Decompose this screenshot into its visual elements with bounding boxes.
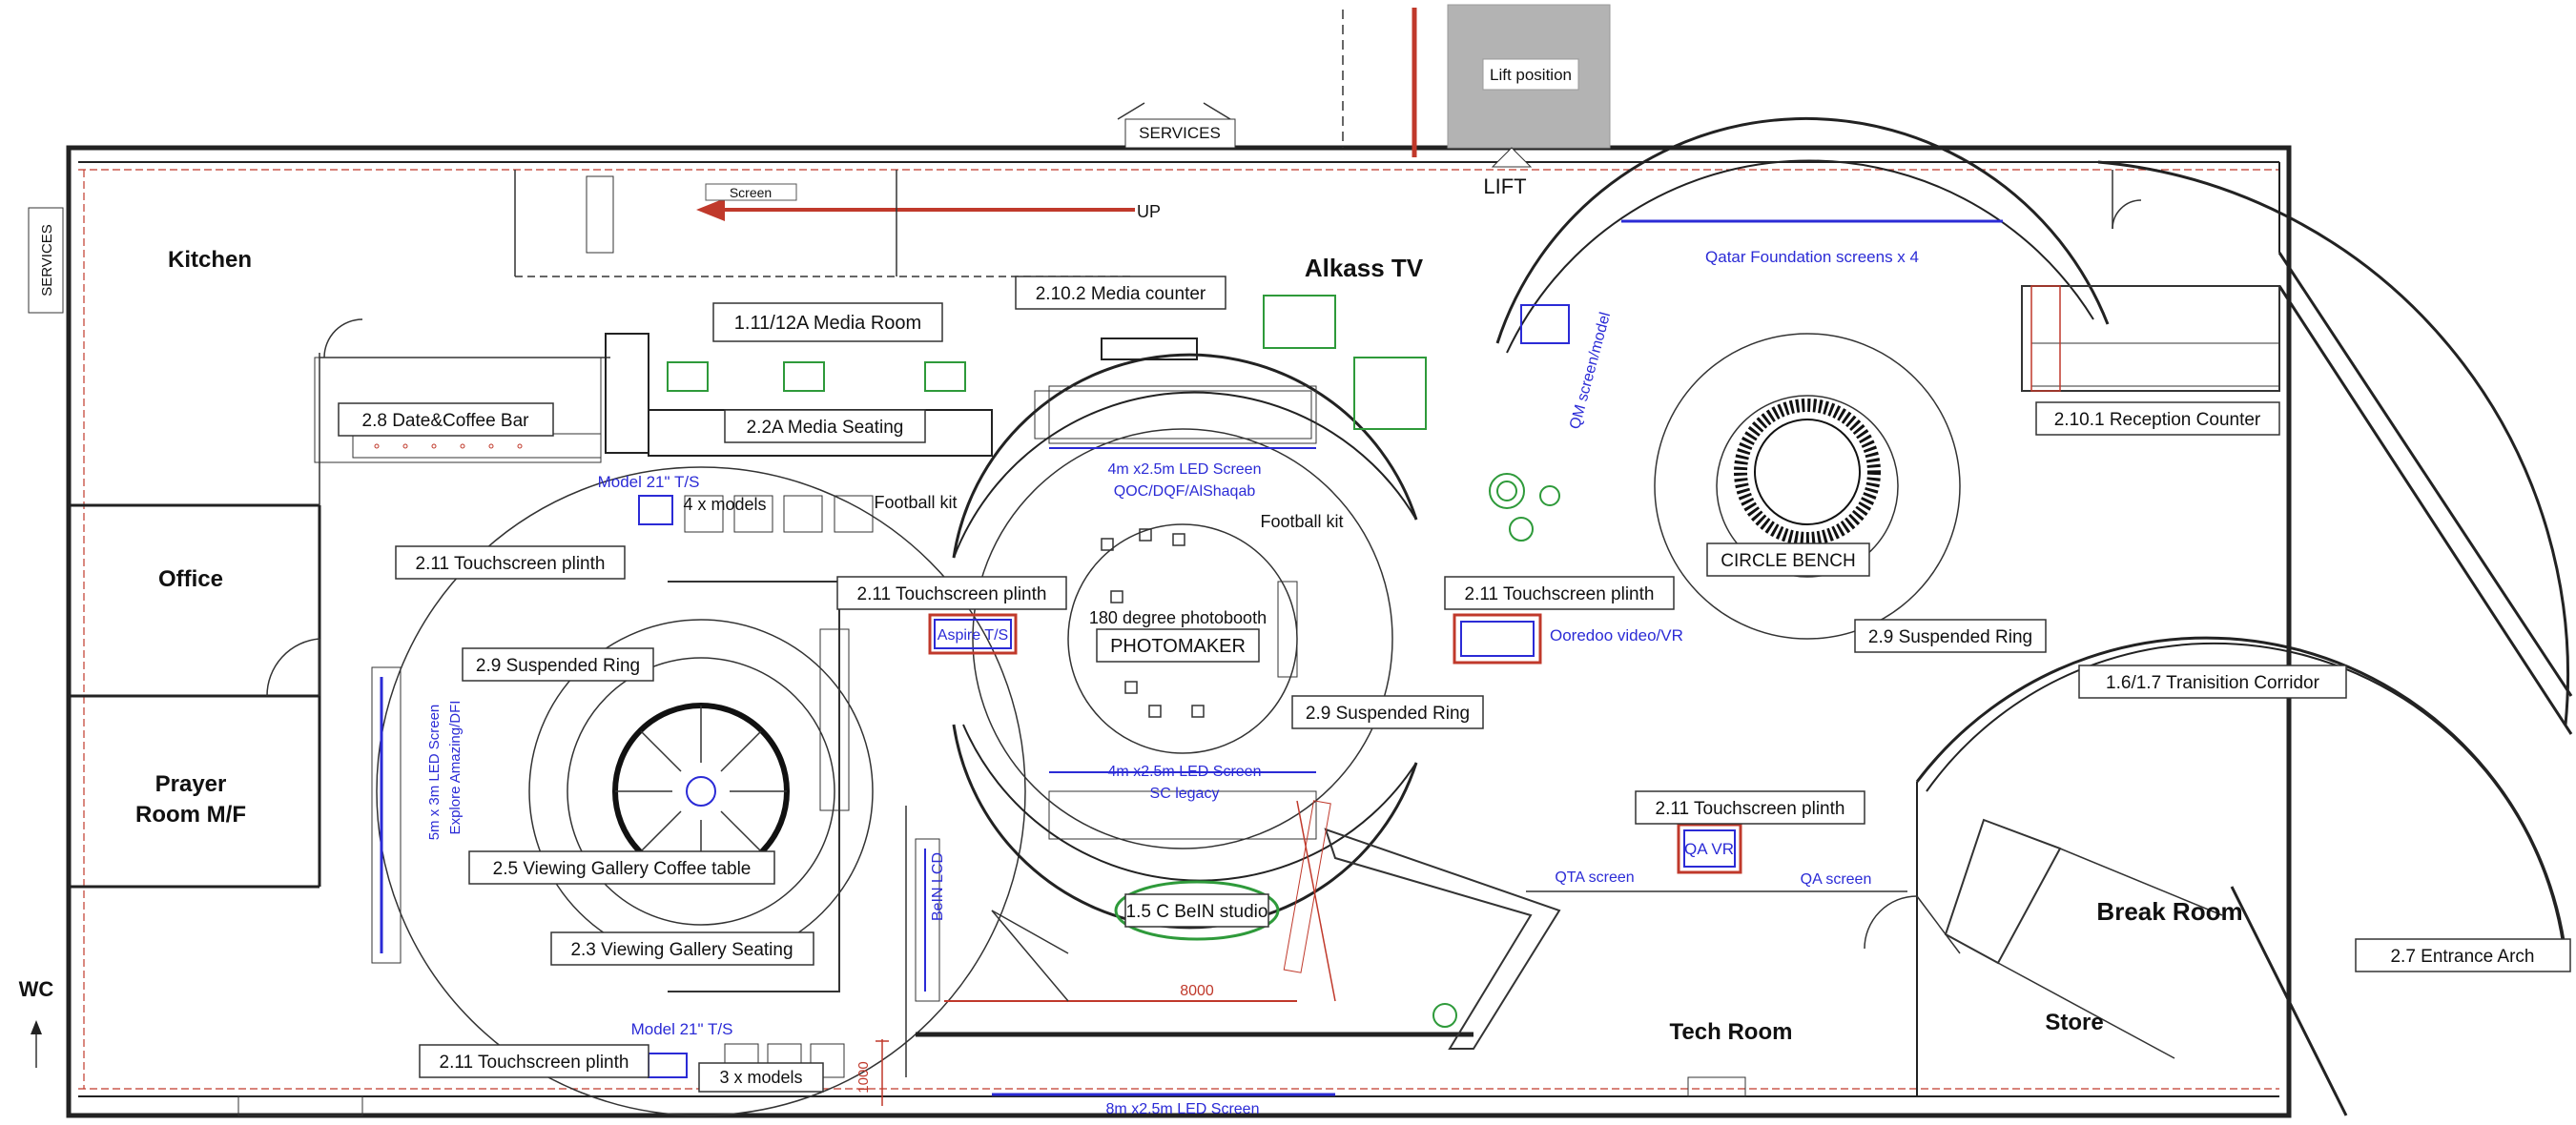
label-reception: 2.10.1 Reception Counter [2054,410,2261,430]
blue-led-8m: 8m x2.5m LED Screen [1106,1101,1260,1117]
lift-position-label: Lift position [1490,66,1572,84]
blue-led-left-1: 5m x 3m LED Screen [426,705,443,841]
label-dim-8000: 8000 [1180,983,1214,999]
label-ring-2: 2.9 Suspended Ring [1306,704,1470,724]
label-boxes: 2.10.2 Media counter 1.11/12A Media Room… [338,276,2571,1093]
blue-model-bottom: Model 21" T/S [631,1020,733,1038]
services-left-label: SERVICES [39,224,55,297]
label-ring-1: 2.9 Suspended Ring [476,656,640,676]
room-store: Store [2045,1010,2103,1035]
label-football-kit-2: Football kit [1260,512,1343,531]
label-gallery-seating: 2.3 Viewing Gallery Seating [570,940,793,960]
lift-label: LIFT [1483,174,1526,198]
room-office: Office [158,566,223,592]
label-photomaker: PHOTOMAKER [1110,636,1246,657]
blue-led-top-2: QOC/DQF/AlShaqab [1114,483,1256,500]
label-football-kit-1: Football kit [874,493,957,512]
blue-led-bottom-2: SC legacy [1150,786,1220,802]
label-coffee-bar: 2.8 Date&Coffee Bar [362,411,530,431]
room-break: Break Room [2096,897,2242,926]
lift-marker [1491,147,1533,168]
circle-bench-outer [1654,333,1961,640]
blue-ooredoo: Ooredoo video/VR [1550,626,1683,644]
label-entrance-arch: 2.7 Entrance Arch [2390,947,2534,967]
blue-led-left-2: Explore Amazing/DFI [447,701,464,835]
label-circle-bench: CIRCLE BENCH [1721,551,1855,571]
label-touch-1: 2.11 Touchscreen plinth [416,554,606,574]
blue-led-bottom-1: 4m x2.5m LED Screen [1108,764,1262,780]
label-touch-3: 2.11 Touchscreen plinth [1465,584,1655,604]
room-alkass: Alkass TV [1305,254,1424,282]
label-corridor: 1.6/1.7 Tranisition Corridor [2106,673,2320,693]
label-models-4: 4 x models [683,495,766,514]
room-prayer-1: Prayer [155,771,227,797]
photomaker-circle [972,428,1393,849]
blue-bein-lcd: BeIN LCD [930,852,946,921]
blue-qatar-foundation: Qatar Foundation screens x 4 [1705,248,1919,266]
blue-qm: QM screen/model [1567,311,1614,431]
blue-qa-screen: QA screen [1801,871,1872,888]
room-tech: Tech Room [1670,1019,1793,1045]
blue-led-top-1: 4m x2.5m LED Screen [1108,461,1262,478]
blue-model-top: Model 21" T/S [598,473,700,491]
label-dim-1000: 1000 [855,1061,872,1093]
room-kitchen: Kitchen [168,247,252,273]
circle-bench-ring [1734,399,1881,545]
label-touch-4: 2.11 Touchscreen plinth [1656,799,1845,819]
up-label: UP [1137,202,1161,221]
label-ring-3: 2.9 Suspended Ring [1868,627,2032,647]
label-touch-2: 2.11 Touchscreen plinth [857,584,1047,604]
label-photobooth: 180 degree photobooth [1089,608,1267,627]
blue-qa-vr: QA VR [1684,840,1734,858]
label-touch-5: 2.11 Touchscreen plinth [440,1053,629,1073]
room-prayer-2: Room M/F [135,802,246,828]
gallery-outer-circle [376,466,1026,1116]
screen-label: Screen [730,185,772,200]
label-media-counter: 2.10.2 Media counter [1036,284,1206,304]
blue-qta: QTA screen [1555,869,1634,886]
blue-aspire: Aspire T/S [938,627,1008,644]
label-coffee-table: 2.5 Viewing Gallery Coffee table [493,859,752,879]
services-top-label: SERVICES [1139,124,1221,142]
room-wc: WC [19,977,54,1001]
label-media-room: 1.11/12A Media Room [734,313,921,334]
label-models-3: 3 x models [719,1068,802,1087]
label-bein-studio: 1.5 C BeIN studio [1126,902,1268,922]
label-media-seating: 2.2A Media Seating [747,418,904,438]
bein-studio-ellipse [1114,880,1280,941]
